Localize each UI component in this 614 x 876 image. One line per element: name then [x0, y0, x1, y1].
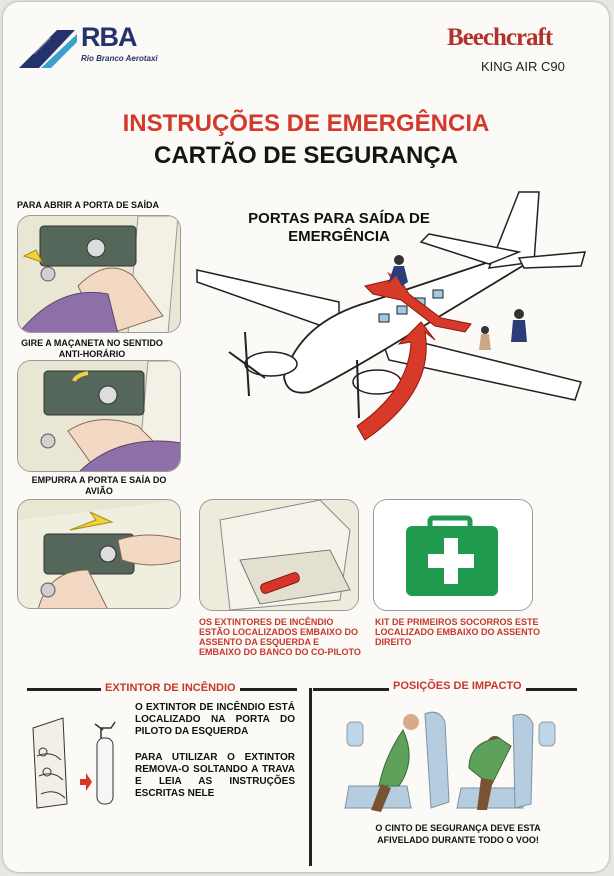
first-aid-kit-caption: KIT DE PRIMEIROS SOCORROS ESTE LOCALIZAD…	[375, 617, 541, 647]
rba-logo-mark	[19, 30, 77, 68]
section-divider-vertical	[309, 688, 312, 866]
door-step-2-illustration	[17, 360, 181, 472]
impact-positions-section-title: POSIÇÕES DE IMPACTO	[389, 680, 526, 692]
rba-logo	[17, 24, 167, 74]
fire-extinguisher-illustration	[23, 708, 127, 812]
extinguisher-location-illustration	[199, 499, 359, 611]
rba-logo-text: RBA	[81, 22, 137, 52]
title-emergency-instructions: INSTRUÇÕES DE EMERGÊNCIA	[122, 110, 490, 137]
seatbelt-instruction: O CINTO DE SEGURANÇA DEVE ESTA AFIVELADO…	[375, 823, 541, 845]
first-aid-kit-illustration	[373, 499, 533, 611]
title-safety-card: CARTÃO DE SEGURANÇA	[153, 142, 458, 169]
extinguisher-usage-text: PARA UTILIZAR O EXTINTOR REMOVA-O SOLTAN…	[135, 752, 295, 799]
extinguisher-location-caption: OS EXTINTORES DE INCÊNDIO ESTÃO LOCALIZA…	[199, 617, 361, 657]
rba-logo-subtitle: Rio Branco Aerotaxi	[81, 54, 158, 63]
aircraft-model: KING AIR C90	[481, 59, 565, 74]
door-step-3-caption: EMPURRA A PORTA E SAÍA DO AVIÃO	[31, 475, 167, 496]
door-step-1-illustration	[17, 215, 181, 333]
safety-card: RBA Rio Branco Aerotaxi Beechcraft KING …	[3, 2, 609, 872]
door-step-2-caption: GIRE A MAÇANETA NO SENTIDO ANTI-HORÁRIO	[21, 338, 163, 359]
emergency-exits-heading: PORTAS PARA SAÍDA DE EMERGÊNCIA	[248, 210, 430, 245]
fire-extinguisher-section-title: EXTINTOR DE INCÊNDIO	[101, 682, 240, 694]
extinguisher-location-text: O EXTINTOR DE INCÊNDIO ESTÁ LOCALIZADO N…	[135, 702, 295, 737]
airplane-exits-illustration	[189, 182, 589, 442]
beechcraft-logo: Beechcraft	[447, 24, 553, 51]
impact-positions-illustration	[341, 708, 563, 816]
door-step-1-caption: PARA ABRIR A PORTA DE SAÍDA	[17, 200, 160, 210]
door-step-3-illustration	[17, 499, 181, 609]
